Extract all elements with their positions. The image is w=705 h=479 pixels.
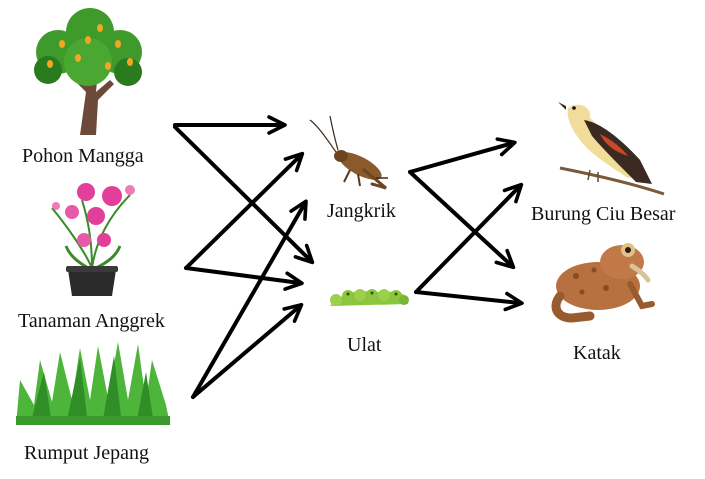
arrow-pohon-mangga-to-ulat bbox=[173, 125, 315, 265]
arrow-ulat-to-burung-ciu-besar bbox=[414, 182, 524, 294]
arrow-ulat-to-katak bbox=[414, 290, 524, 312]
label-katak: Katak bbox=[573, 342, 621, 364]
arrow-rumput-jepang-to-ulat bbox=[191, 302, 304, 399]
arrow-tanaman-anggrek-to-jangkrik bbox=[184, 151, 305, 270]
bird-icon bbox=[558, 102, 665, 196]
arrow-jangkrik-to-katak bbox=[408, 170, 516, 270]
food-web-arrows bbox=[173, 115, 524, 399]
label-jangkrik: Jangkrik bbox=[327, 200, 396, 222]
arrow-jangkrik-to-burung-ciu-besar bbox=[408, 137, 517, 174]
label-rumput-jepang: Rumput Jepang bbox=[24, 442, 149, 464]
label-ulat: Ulat bbox=[347, 334, 382, 356]
label-burung-ciu-besar: Burung Ciu Besar bbox=[531, 203, 676, 225]
label-pohon-mangga: Pohon Mangga bbox=[22, 145, 144, 167]
caterpillar-icon bbox=[330, 289, 409, 306]
cricket-icon bbox=[309, 115, 388, 190]
mango-tree-icon bbox=[34, 8, 142, 135]
arrow-rumput-jepang-to-jangkrik bbox=[191, 199, 308, 399]
frog-icon bbox=[551, 243, 655, 323]
orchid-plant-icon bbox=[51, 183, 135, 296]
arrow-tanaman-anggrek-to-ulat bbox=[184, 266, 304, 291]
label-tanaman-anggrek: Tanaman Anggrek bbox=[18, 310, 165, 332]
grass-icon bbox=[16, 342, 170, 425]
